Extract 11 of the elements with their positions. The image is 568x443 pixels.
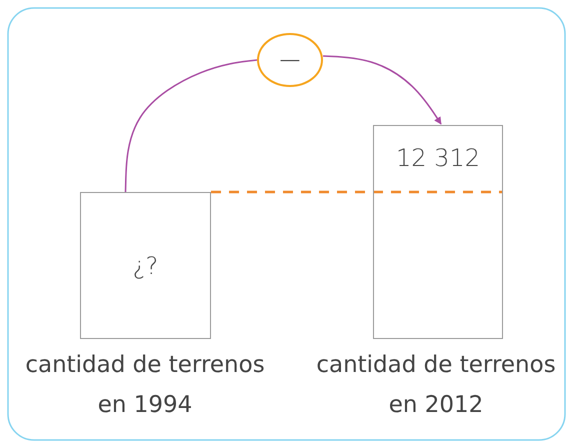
operator-sign: − — [277, 42, 303, 78]
arrow — [322, 55, 442, 125]
quantity-box — [373, 125, 503, 339]
quantity-box — [80, 192, 211, 339]
dashed-line — [211, 190, 503, 194]
caption-text: cantidad de terrenos en 2012 — [315, 351, 557, 420]
value-text: ¿? — [132, 252, 158, 280]
operator-circle — [257, 33, 323, 87]
value-text: 12 312 — [396, 144, 480, 172]
connector-line — [124, 59, 258, 192]
caption-text: cantidad de terrenos en 1994 — [24, 351, 266, 420]
